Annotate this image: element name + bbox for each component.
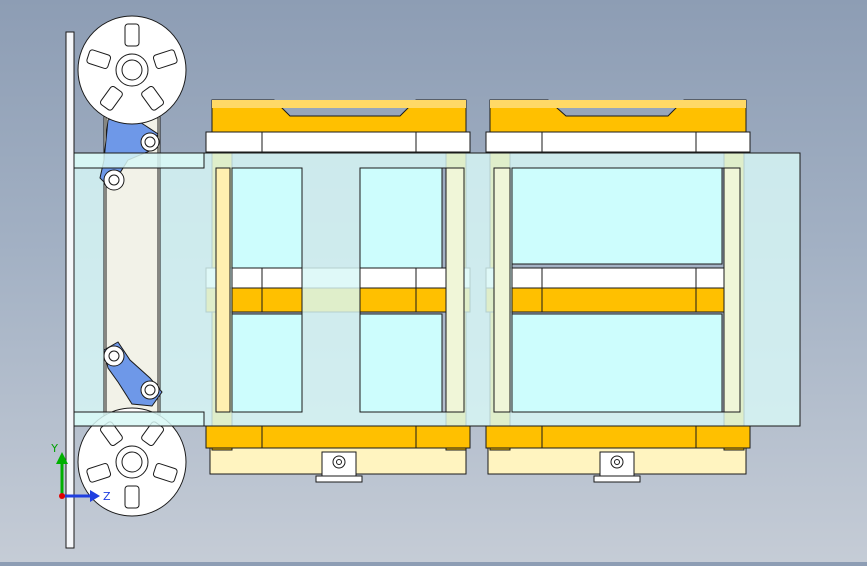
window-1b — [231, 313, 303, 413]
cap-highlight — [490, 100, 746, 108]
y-axis-head — [56, 452, 68, 464]
z-axis-label: Z — [103, 490, 111, 503]
window-2a — [359, 167, 443, 269]
cap-highlight — [212, 100, 466, 108]
y-axis-label: Y — [50, 442, 58, 455]
clamp-band-mid — [485, 267, 741, 289]
wheel-top[interactable] — [77, 15, 187, 125]
clamp-band-bottom — [485, 425, 751, 449]
window-1a — [231, 167, 303, 269]
window-2b — [359, 313, 443, 413]
clamp-band-mid-orange — [485, 287, 741, 313]
window-3a — [511, 167, 723, 265]
clamp-band-top — [485, 131, 751, 153]
wheel-spokes — [86, 23, 178, 111]
clamp-band-top — [205, 131, 471, 153]
wheel-spokes — [86, 421, 178, 509]
window-3b — [511, 313, 723, 413]
coordinate-triad: Y Z — [50, 442, 111, 503]
frame-bottom-strip — [73, 411, 205, 427]
clamp-band-bottom — [205, 425, 471, 449]
frame-top-strip — [73, 152, 205, 169]
wheel-bottom[interactable] — [77, 407, 187, 517]
mast-plate — [65, 31, 75, 549]
frame-windows — [215, 167, 741, 413]
x-axis-dot — [59, 493, 65, 499]
z-axis-head — [90, 490, 100, 502]
